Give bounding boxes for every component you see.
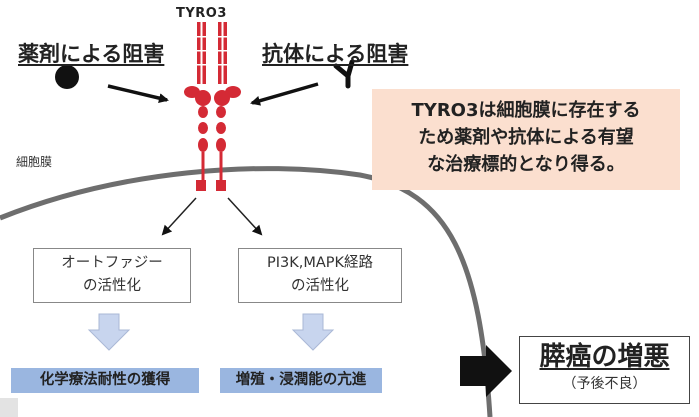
down-arrow-left xyxy=(87,313,131,351)
outcome-box: 膵癌の増悪 （予後不良） xyxy=(519,336,690,404)
note-line: な治療標的となり得る。 xyxy=(427,154,625,175)
membrane-label: 細胞膜 xyxy=(16,155,53,169)
box-line: オートファジー xyxy=(61,255,163,271)
drug-molecule xyxy=(55,65,79,89)
cell-membrane xyxy=(0,166,493,417)
antibody-icon xyxy=(333,59,355,89)
outcome-sub: （予後不良） xyxy=(562,376,647,392)
receptor-label: TYRO3 xyxy=(176,6,227,21)
target-note: TYRO3は細胞膜に存在する ため薬剤や抗体による有望 な治療標的となり得る。 xyxy=(372,89,680,190)
chemoresistance-result: 化学療法耐性の獲得 xyxy=(11,368,199,393)
autophagy-box: オートファジー の活性化 xyxy=(33,248,191,303)
note-line: TYRO3は細胞膜に存在する xyxy=(411,100,641,121)
corner-fragment xyxy=(0,398,18,417)
antibody-inhibition-label: 抗体による阻害 xyxy=(262,42,409,66)
note-line: ため薬剤や抗体による有望 xyxy=(418,127,634,148)
box-line: の活性化 xyxy=(83,278,141,294)
outcome-main: 膵癌の増悪 xyxy=(539,342,670,372)
antibody-arrow xyxy=(250,82,319,106)
drug-arrow xyxy=(107,84,169,104)
pathway-box: PI3K,MAPK経路 の活性化 xyxy=(238,248,402,303)
signal-arrow-left xyxy=(161,197,197,236)
tyro3-receptor xyxy=(184,22,241,191)
proliferation-result: 増殖・浸潤能の亢進 xyxy=(220,368,382,393)
outcome-arrow xyxy=(460,345,512,397)
down-arrow-right xyxy=(291,313,335,351)
signal-arrow-right xyxy=(227,197,263,236)
box-line: の活性化 xyxy=(291,278,349,294)
box-line: PI3K,MAPK経路 xyxy=(266,255,374,271)
drug-inhibition-label: 薬剤による阻害 xyxy=(18,42,165,66)
